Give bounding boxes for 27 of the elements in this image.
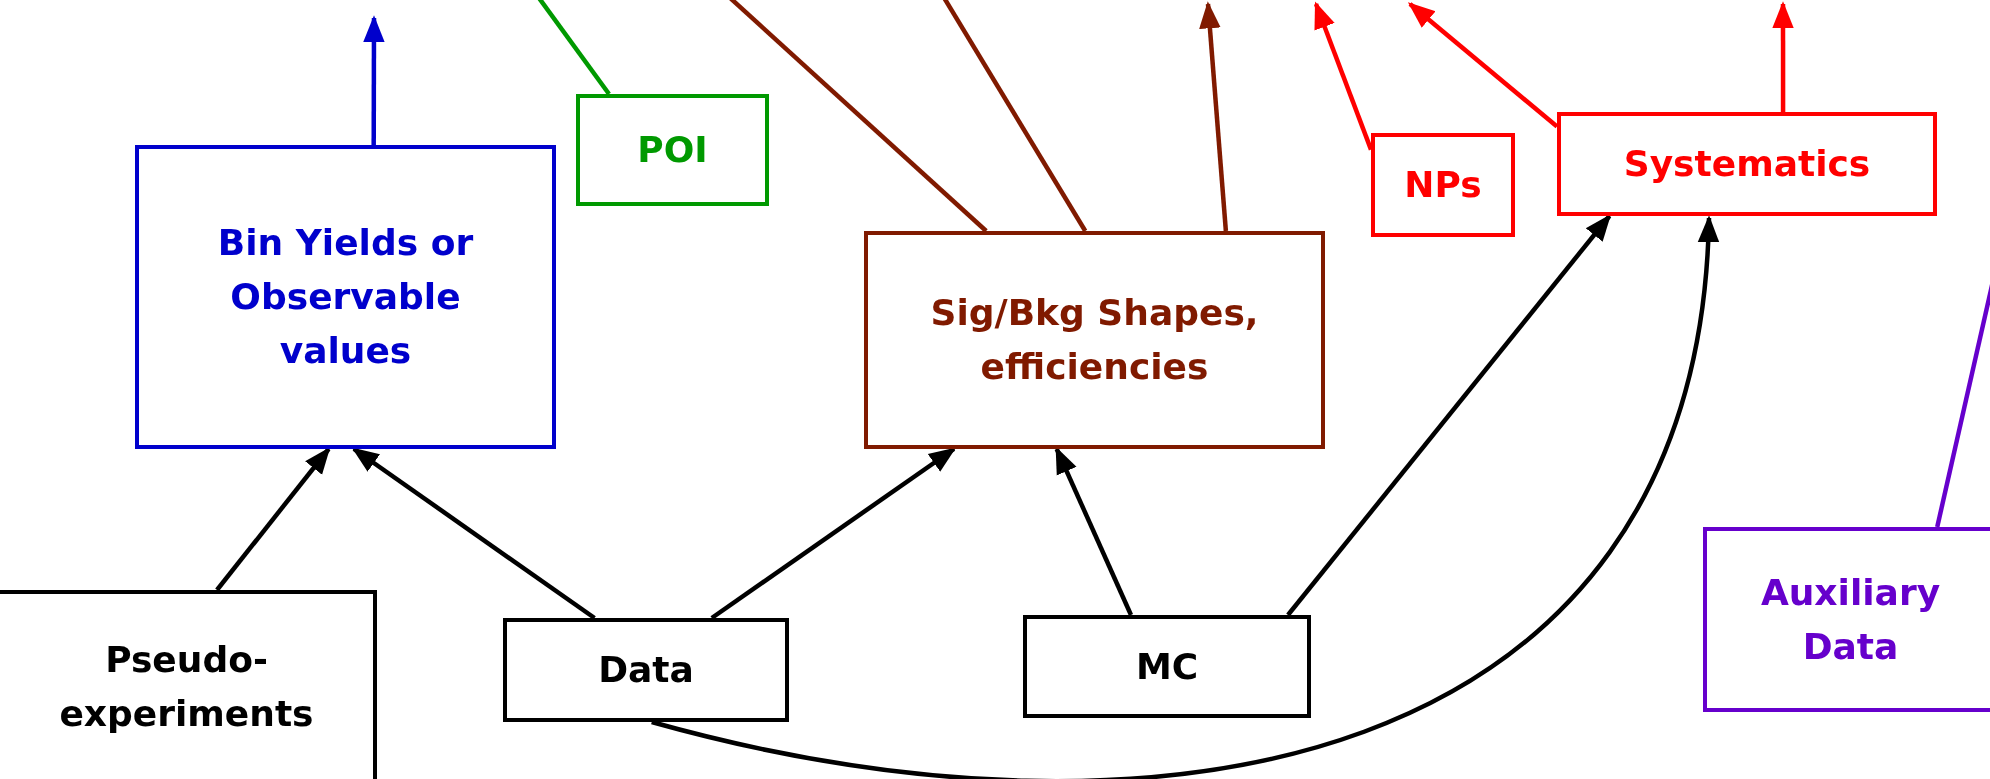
connector-line	[537, 0, 611, 96]
node-label: MC	[1135, 644, 1199, 689]
process-box	[1371, 133, 1515, 237]
arrow	[710, 447, 957, 620]
process-box	[0, 590, 377, 779]
node-label: Data	[598, 648, 694, 692]
node-label: POI	[637, 128, 708, 172]
arrow	[1407, 2, 1559, 129]
process-box	[503, 618, 789, 722]
node-label: NPs	[1404, 163, 1482, 207]
arrow	[651, 215, 1718, 779]
node-label: Systematics	[1623, 142, 1871, 186]
arrow	[363, 15, 385, 145]
node-label: Auxiliary Data	[1759, 570, 1942, 669]
arrow	[1772, 1, 1794, 112]
process-box	[1703, 527, 1990, 712]
node-label: Bin Yields or Observable values	[216, 221, 475, 373]
node-label: Sig/Bkg Shapes, efficiencies	[929, 291, 1260, 389]
process-box	[576, 94, 769, 206]
process-box	[864, 231, 1325, 449]
process-box	[1557, 112, 1937, 216]
process-box	[135, 145, 556, 449]
arrow	[351, 447, 596, 620]
connector-line	[941, 0, 1088, 233]
process-box	[1023, 615, 1311, 718]
arrow	[1199, 1, 1229, 232]
node-label: Pseudo-experiments	[58, 638, 315, 736]
